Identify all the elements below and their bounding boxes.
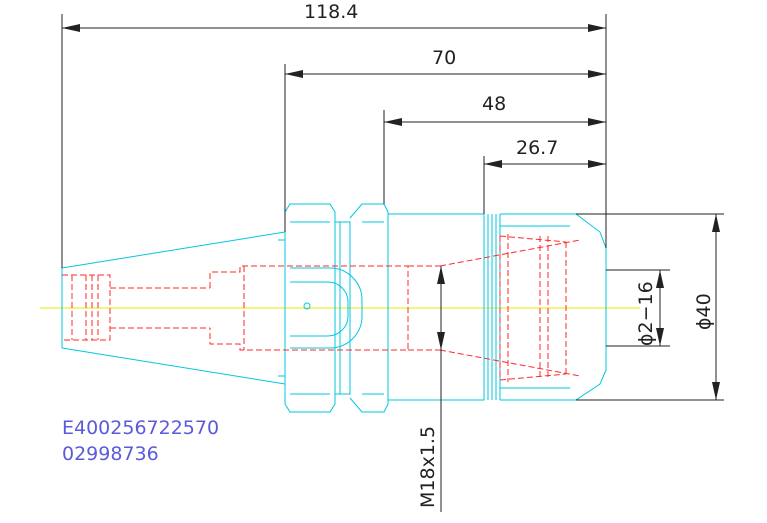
holder-outline — [61, 203, 607, 413]
dimension-diameter-40 — [576, 213, 724, 401]
part-number-label: E400256722570 — [62, 417, 219, 439]
dimension-clamp-range — [606, 269, 670, 347]
dim-length-48: 48 — [482, 93, 506, 115]
dim-clamp-range: ϕ2−16 — [635, 281, 657, 346]
hidden-lines — [62, 234, 581, 382]
dim-outer-diameter: ϕ40 — [693, 293, 715, 330]
dimension-48 — [383, 110, 606, 204]
dimension-118-4 — [61, 14, 607, 268]
dimension-thread — [437, 266, 445, 512]
dim-overall-length: 118.4 — [304, 1, 358, 23]
code-label: 02998736 — [62, 443, 159, 465]
dim-length-26-7: 26.7 — [516, 137, 558, 159]
dimension-26-7 — [483, 156, 606, 214]
dim-length-70: 70 — [432, 47, 456, 69]
dim-thread: M18x1.5 — [417, 426, 439, 508]
dimension-70 — [284, 64, 606, 232]
